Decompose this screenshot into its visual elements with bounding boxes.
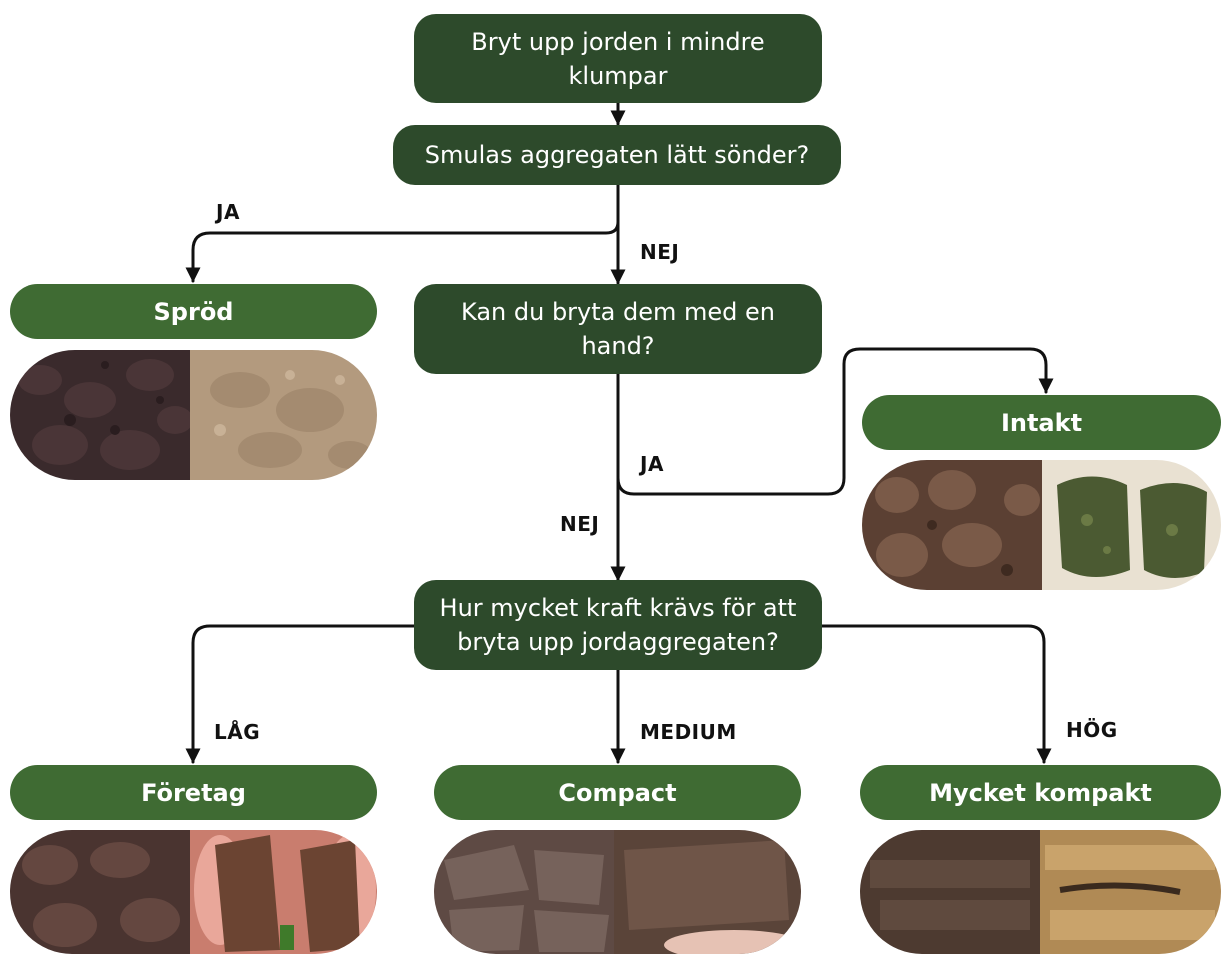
arrow-q4-mycket [822, 626, 1044, 762]
question-crumble-text: Smulas aggregaten lätt sönder? [425, 138, 809, 172]
result-mycket-kompakt-text: Mycket kompakt [929, 779, 1152, 807]
label-medium: MEDIUM [640, 720, 737, 744]
question-break-soil-text: Bryt upp jorden i mindre klumpar [432, 25, 804, 93]
label-nej-1: NEJ [640, 240, 679, 264]
question-force-text: Hur mycket kraft krävs för att bryta upp… [432, 591, 804, 659]
label-nej-2: NEJ [560, 512, 599, 536]
result-compact-text: Compact [558, 779, 676, 807]
label-ja-2: JA [640, 452, 664, 476]
soil-photo-mycket-kompakt [860, 830, 1221, 954]
result-intakt: Intakt [862, 395, 1221, 450]
question-one-hand-text: Kan du bryta dem med en hand? [432, 295, 804, 363]
result-foretag: Företag [10, 765, 377, 820]
label-hog: HÖG [1066, 718, 1118, 742]
result-foretag-text: Företag [141, 779, 246, 807]
soil-photo-intakt [862, 460, 1221, 590]
question-crumble: Smulas aggregaten lätt sönder? [393, 125, 841, 185]
soil-photo-foretag [10, 830, 377, 954]
soil-photo-sprod [10, 350, 377, 480]
result-mycket-kompakt: Mycket kompakt [860, 765, 1221, 820]
arrow-q2-sprod [193, 185, 618, 281]
result-intakt-text: Intakt [1001, 409, 1082, 437]
question-one-hand: Kan du bryta dem med en hand? [414, 284, 822, 374]
label-lag: LÅG [214, 720, 260, 744]
question-break-soil: Bryt upp jorden i mindre klumpar [414, 14, 822, 103]
label-ja-1: JA [216, 200, 240, 224]
result-compact: Compact [434, 765, 801, 820]
result-sprod-text: Spröd [154, 298, 234, 326]
soil-photo-compact [434, 830, 801, 954]
question-force: Hur mycket kraft krävs för att bryta upp… [414, 580, 822, 670]
result-sprod: Spröd [10, 284, 377, 339]
